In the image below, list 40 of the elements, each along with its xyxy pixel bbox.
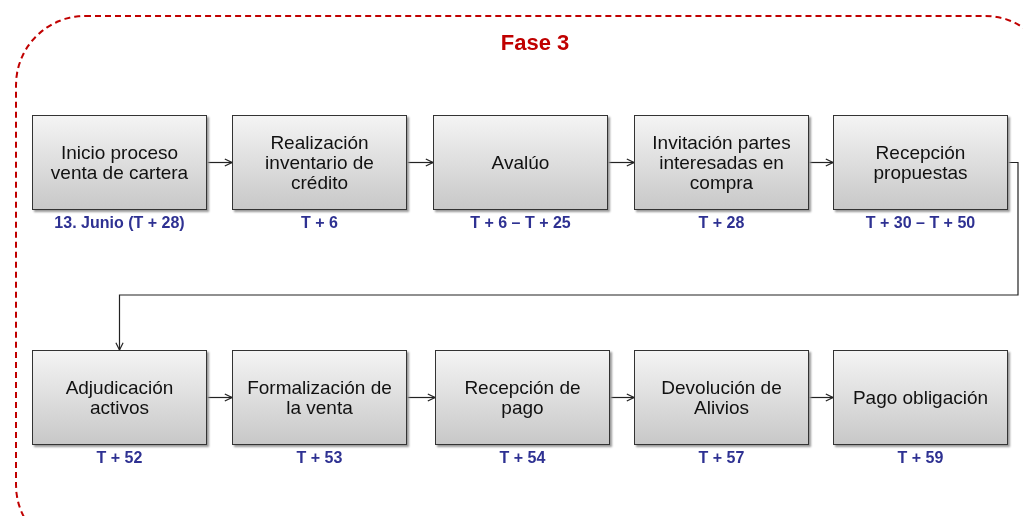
process-box	[833, 115, 1008, 210]
time-label: T + 30 – T + 50	[864, 214, 977, 232]
time-label: T + 6 – T + 25	[469, 214, 572, 232]
time-label: T + 6	[300, 214, 339, 232]
arrow	[808, 393, 834, 402]
step-label: Pago obligación	[852, 387, 989, 408]
process-box	[435, 350, 610, 445]
arrow	[607, 158, 635, 167]
time-label: T + 54	[498, 449, 547, 467]
process-box	[32, 115, 207, 210]
time-label: T + 57	[697, 449, 746, 467]
time-label: T + 53	[295, 449, 344, 467]
arrow	[609, 393, 635, 402]
step-label: Adjudicación activos	[64, 377, 175, 418]
arrow	[406, 393, 436, 402]
arrow	[808, 158, 834, 167]
time-label: 13. Junio (T + 28)	[53, 214, 186, 232]
phase-title: Fase 3	[499, 30, 571, 56]
arrow	[206, 158, 233, 167]
process-box	[433, 115, 608, 210]
step-label: Recepción propuestas	[872, 142, 969, 183]
process-box	[833, 350, 1008, 445]
process-box	[634, 350, 809, 445]
step-label: Realización inventario de crédito	[264, 132, 375, 193]
process-box	[634, 115, 809, 210]
arrow	[406, 158, 434, 167]
step-label: Avalúo	[491, 152, 550, 173]
step-label: Devolución de Alivios	[660, 377, 783, 418]
process-box	[232, 115, 407, 210]
time-label: T + 28	[697, 214, 746, 232]
step-label: Formalización de la venta	[246, 377, 393, 418]
time-label: T + 59	[896, 449, 945, 467]
time-label: T + 52	[95, 449, 144, 467]
arrow	[115, 161, 1019, 351]
process-box	[232, 350, 407, 445]
process-box	[32, 350, 207, 445]
step-label: Invitación partes interesadas en compra	[651, 132, 792, 193]
step-label: Recepción de pago	[463, 377, 582, 418]
arrow	[206, 393, 233, 402]
step-label: Inicio proceso venta de cartera	[49, 142, 190, 183]
